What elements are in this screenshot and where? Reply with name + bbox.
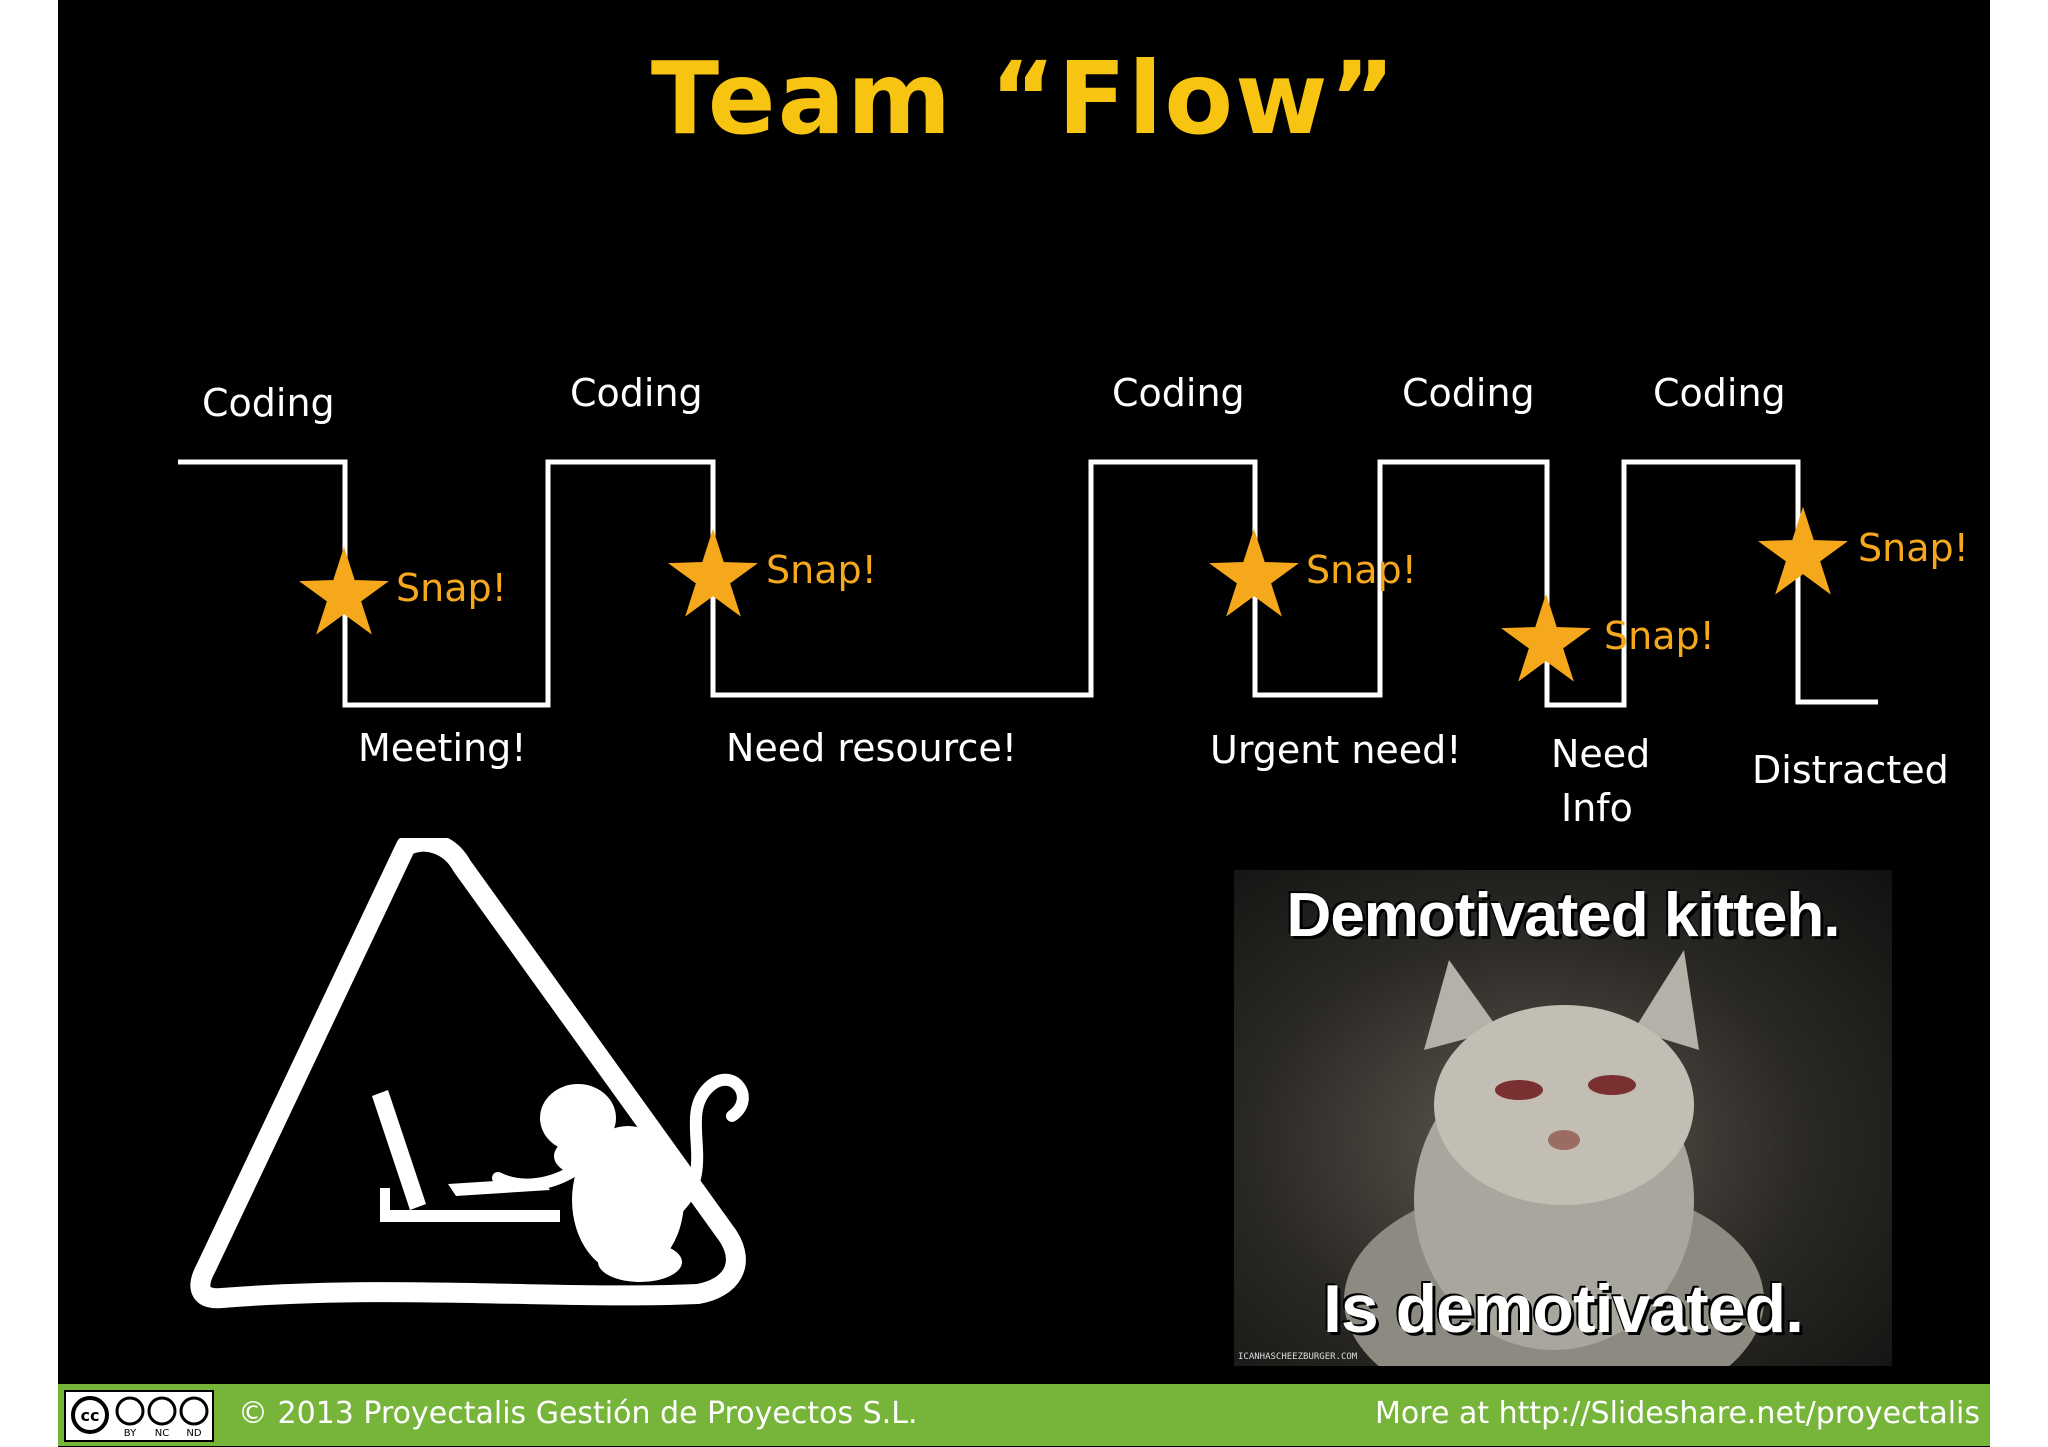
svg-text:cc: cc [81, 1406, 100, 1425]
star-icon-5 [1758, 506, 1848, 595]
state-coding-3: Coding [1112, 371, 1245, 415]
interruption-need-resource: Need resource! [726, 726, 1017, 770]
meme-watermark: ICANHASCHEEZBURGER.COM [1238, 1352, 1358, 1362]
interruption-need-info-line1: Need [1551, 732, 1651, 776]
interruption-urgent-need: Urgent need! [1210, 728, 1462, 772]
interruption-need-info-line2: Info [1561, 786, 1633, 830]
cc-nd: ND [186, 1428, 201, 1438]
cat-illustration [1344, 950, 1764, 1366]
cc-by: BY [124, 1428, 137, 1438]
slide: Team “Flow” Coding Coding Coding Coding … [58, 0, 1990, 1447]
snap-label-3: Snap! [1306, 548, 1417, 592]
slide-title: Team “Flow” [650, 40, 1398, 157]
flow-diagram [178, 459, 1878, 708]
star-icon-2 [668, 528, 758, 617]
interruption-distracted: Distracted [1752, 748, 1949, 792]
cc-license-badge[interactable]: cc BY NC ND [64, 1390, 214, 1442]
snap-label-1: Snap! [396, 566, 507, 610]
meme-top-text: Demotivated kitteh. [1286, 881, 1841, 950]
star-icon-4 [1501, 593, 1591, 682]
snap-label-4: Snap! [1604, 614, 1715, 658]
footer-bar: cc BY NC ND © 2013 Proyectalis Gestión d… [58, 1384, 1990, 1446]
state-coding-1: Coding [202, 381, 335, 425]
creative-commons-icon: cc BY NC ND [71, 1396, 209, 1438]
state-coding-5: Coding [1653, 371, 1786, 415]
footer-copyright: © 2013 Proyectalis Gestión de Proyectos … [238, 1396, 918, 1431]
coding-monkey-warning-icon [190, 838, 749, 1309]
snap-label-2: Snap! [766, 548, 877, 592]
footer-more-link[interactable]: More at http://Slideshare.net/proyectali… [1375, 1396, 1980, 1431]
snap-label-5: Snap! [1858, 526, 1969, 570]
interruption-meeting: Meeting! [358, 726, 527, 770]
meme-bottom-text: Is demotivated. [1322, 1271, 1804, 1347]
state-coding-4: Coding [1402, 371, 1535, 415]
state-coding-2: Coding [570, 371, 703, 415]
demotivated-cat-meme: Demotivated kitteh. Is demotivated. ICAN… [1234, 870, 1892, 1366]
star-icon-1 [299, 546, 389, 635]
star-icon-3 [1209, 528, 1299, 617]
cc-nc: NC [155, 1428, 169, 1438]
